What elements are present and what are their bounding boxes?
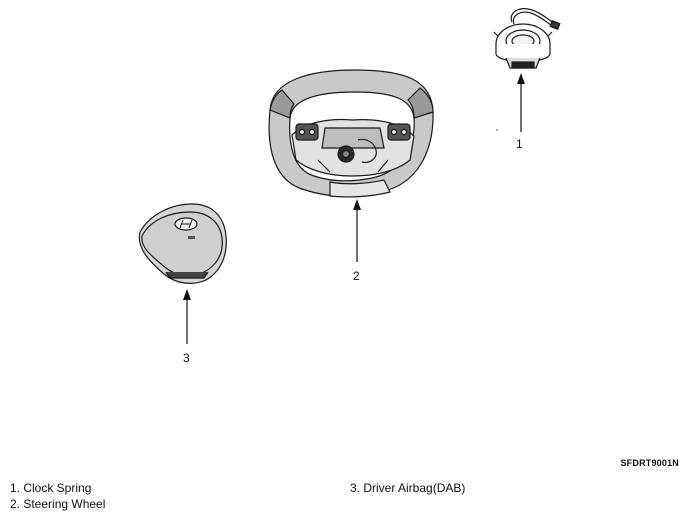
parts-legend-right: 3. Driver Airbag(DAB) (350, 480, 465, 496)
legend-item-driver-airbag: 3. Driver Airbag(DAB) (350, 481, 466, 495)
parts-legend-left: 1. Clock Spring 2. Steering Wheel (10, 480, 105, 512)
speck (496, 129, 498, 131)
callout-1: 1 (516, 137, 523, 151)
legend-item-clock-spring: 1. Clock Spring (10, 481, 92, 495)
steering-wheel-illustration (268, 69, 434, 198)
driver-airbag-illustration (138, 203, 227, 284)
figure-code: SFDRT9001N (620, 458, 679, 468)
legend-item-steering-wheel: 2. Steering Wheel (10, 497, 106, 511)
callout-arrows (183, 73, 525, 344)
clock-spring-illustration (493, 8, 561, 69)
callout-2: 2 (353, 269, 360, 283)
callout-3: 3 (183, 351, 190, 365)
